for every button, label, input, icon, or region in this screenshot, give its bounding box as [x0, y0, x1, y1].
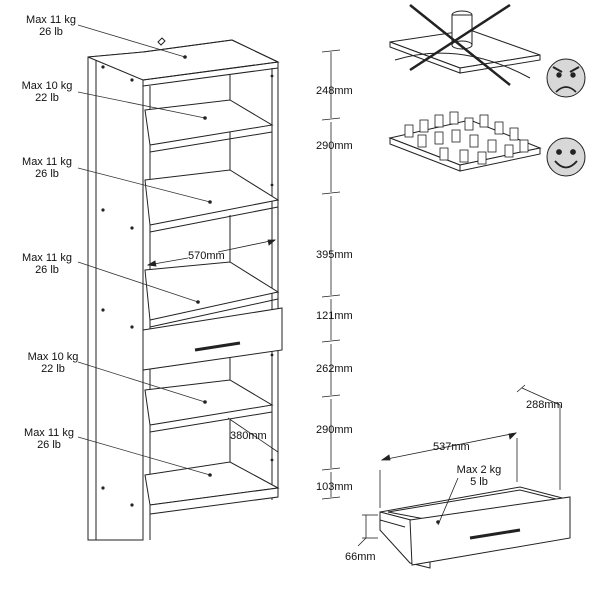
shelf-2 [144, 169, 280, 233]
load-lb: 22 lb [41, 363, 65, 375]
depth-label: 380mm [230, 430, 267, 442]
load-kg: Max 11 kg [24, 427, 74, 439]
load-lb: 5 lb [470, 476, 488, 488]
inner-width-label: 570mm [188, 250, 225, 262]
load-label-shelf-3: Max 11 kg 26 lb [12, 156, 82, 180]
angry-face-icon [546, 58, 586, 98]
load-lb: 26 lb [39, 26, 63, 38]
drawer-depth-label: 288mm [526, 399, 563, 411]
load-dots [183, 55, 212, 477]
height-label-2: 290mm [316, 140, 353, 152]
load-label-shelf-6: Max 11 kg 26 lb [14, 427, 84, 451]
bottom-panel [144, 461, 280, 540]
load-kg: Max 2 kg [456, 464, 502, 476]
drawer-dims [357, 384, 561, 547]
shelf-1 [144, 99, 274, 153]
load-lb: 22 lb [35, 92, 59, 104]
load-lb: 26 lb [35, 168, 59, 180]
load-label-shelf-1: Max 11 kg 26 lb [16, 14, 86, 38]
height-label-3: 395mm [316, 249, 353, 261]
drawer-front [142, 307, 283, 371]
load-kg: Max 10 kg [21, 80, 73, 92]
depth-dim-line [227, 417, 279, 468]
load-leaders [77, 24, 211, 476]
load-label-shelf-5: Max 10 kg 22 lb [18, 351, 88, 375]
height-label-6: 290mm [316, 424, 353, 436]
load-label-shelf-2: Max 10 kg 22 lb [12, 80, 82, 104]
shelf-4 [144, 379, 274, 433]
load-lb: 26 lb [35, 264, 59, 276]
load-label-drawer: Max 2 kg 5 lb [444, 464, 514, 488]
shelf-3 [144, 261, 280, 328]
load-kg: Max 10 kg [27, 351, 79, 363]
smiley-face-icon [546, 137, 586, 177]
width-dim-line [146, 239, 277, 267]
load-kg: Max 11 kg [22, 252, 72, 264]
load-lb: 26 lb [37, 439, 61, 451]
wrong-shelf [389, 3, 541, 86]
small-jars [404, 111, 529, 165]
height-dim-ticks [321, 49, 341, 500]
height-label-7: 103mm [316, 481, 353, 493]
height-label-1: 248mm [316, 85, 353, 97]
side-holes [101, 65, 274, 507]
load-kg: Max 11 kg [26, 14, 76, 26]
load-kg: Max 11 kg [22, 156, 72, 168]
load-label-shelf-4: Max 11 kg 26 lb [12, 252, 82, 276]
height-label-4: 121mm [316, 310, 353, 322]
height-label-5: 262mm [316, 363, 353, 375]
drawer-height-label: 66mm [345, 551, 376, 563]
drawer-width-label: 537mm [433, 441, 470, 453]
bookcase [87, 37, 283, 541]
drawer-box [379, 486, 571, 569]
